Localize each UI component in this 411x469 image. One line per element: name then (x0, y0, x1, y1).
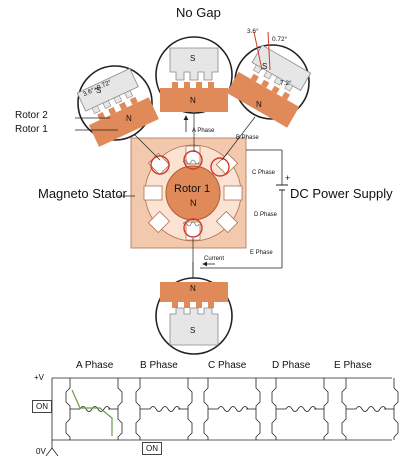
zero-v-label: 0V (36, 447, 46, 456)
leader-lines (75, 113, 256, 280)
zoom-left-pole-n: N (126, 114, 132, 123)
zoom-circle-bottom (155, 277, 233, 355)
zoom-right-angle-3: 7.2° (280, 80, 292, 87)
stator-phase-d: D Phase (254, 212, 278, 218)
zoom-left-pole-s: S (96, 86, 102, 95)
h-bridge-2 (135, 378, 193, 440)
circuit-phase-d: D Phase (272, 360, 311, 371)
circuit-phase-c: C Phase (208, 360, 247, 371)
circuit-phase-e: E Phase (334, 360, 372, 371)
zoom-right-angle-2: 0.72° (272, 36, 288, 43)
stator-phase-e: E Phase (250, 250, 273, 256)
h-bridge-5 (341, 378, 399, 440)
plus-v-label: +V (34, 373, 45, 382)
zoom-right-pole-s: S (262, 62, 268, 71)
zoom-bottom-pole-n: N (190, 284, 196, 293)
circuit-phase-a: A Phase (76, 360, 114, 371)
driver-circuit (45, 377, 399, 457)
label-magneto-stator: Magneto Stator (38, 186, 127, 201)
zoom-circle-top (155, 36, 233, 114)
zoom-right-pole-n: N (256, 100, 262, 109)
zoom-top-pole-n: N (190, 96, 196, 105)
current-path (71, 389, 113, 436)
stator-phase-c: C Phase (252, 170, 276, 176)
zoom-right-angle-1: 3.6° (247, 28, 259, 35)
title-no-gap: No Gap (176, 5, 221, 20)
stator-phase-a: A Phase (192, 128, 215, 134)
zoom-circle-left (76, 65, 159, 147)
label-dc-power-supply: DC Power Supply (290, 186, 393, 201)
label-rotor-2: Rotor 2 (15, 110, 48, 121)
zoom-circle-right (226, 31, 312, 128)
h-bridge-4 (271, 378, 329, 440)
zoom-bottom-pole-s: S (190, 326, 196, 335)
stator-body (130, 137, 288, 269)
stator-phase-b: B Phase (236, 135, 259, 141)
current-label: Current (204, 256, 225, 262)
supply-plus: + (285, 173, 291, 183)
circuit-phase-b: B Phase (140, 360, 178, 371)
rotor-label: Rotor 1 (174, 183, 211, 195)
on-switch-2: ON (142, 442, 162, 455)
rotor-pole-n: N (190, 198, 197, 208)
h-bridge-1 (65, 378, 123, 440)
label-rotor-1: Rotor 1 (15, 124, 48, 135)
on-switch-1: ON (32, 400, 52, 413)
h-bridge-3 (203, 378, 261, 440)
zoom-top-pole-s: S (190, 54, 196, 63)
